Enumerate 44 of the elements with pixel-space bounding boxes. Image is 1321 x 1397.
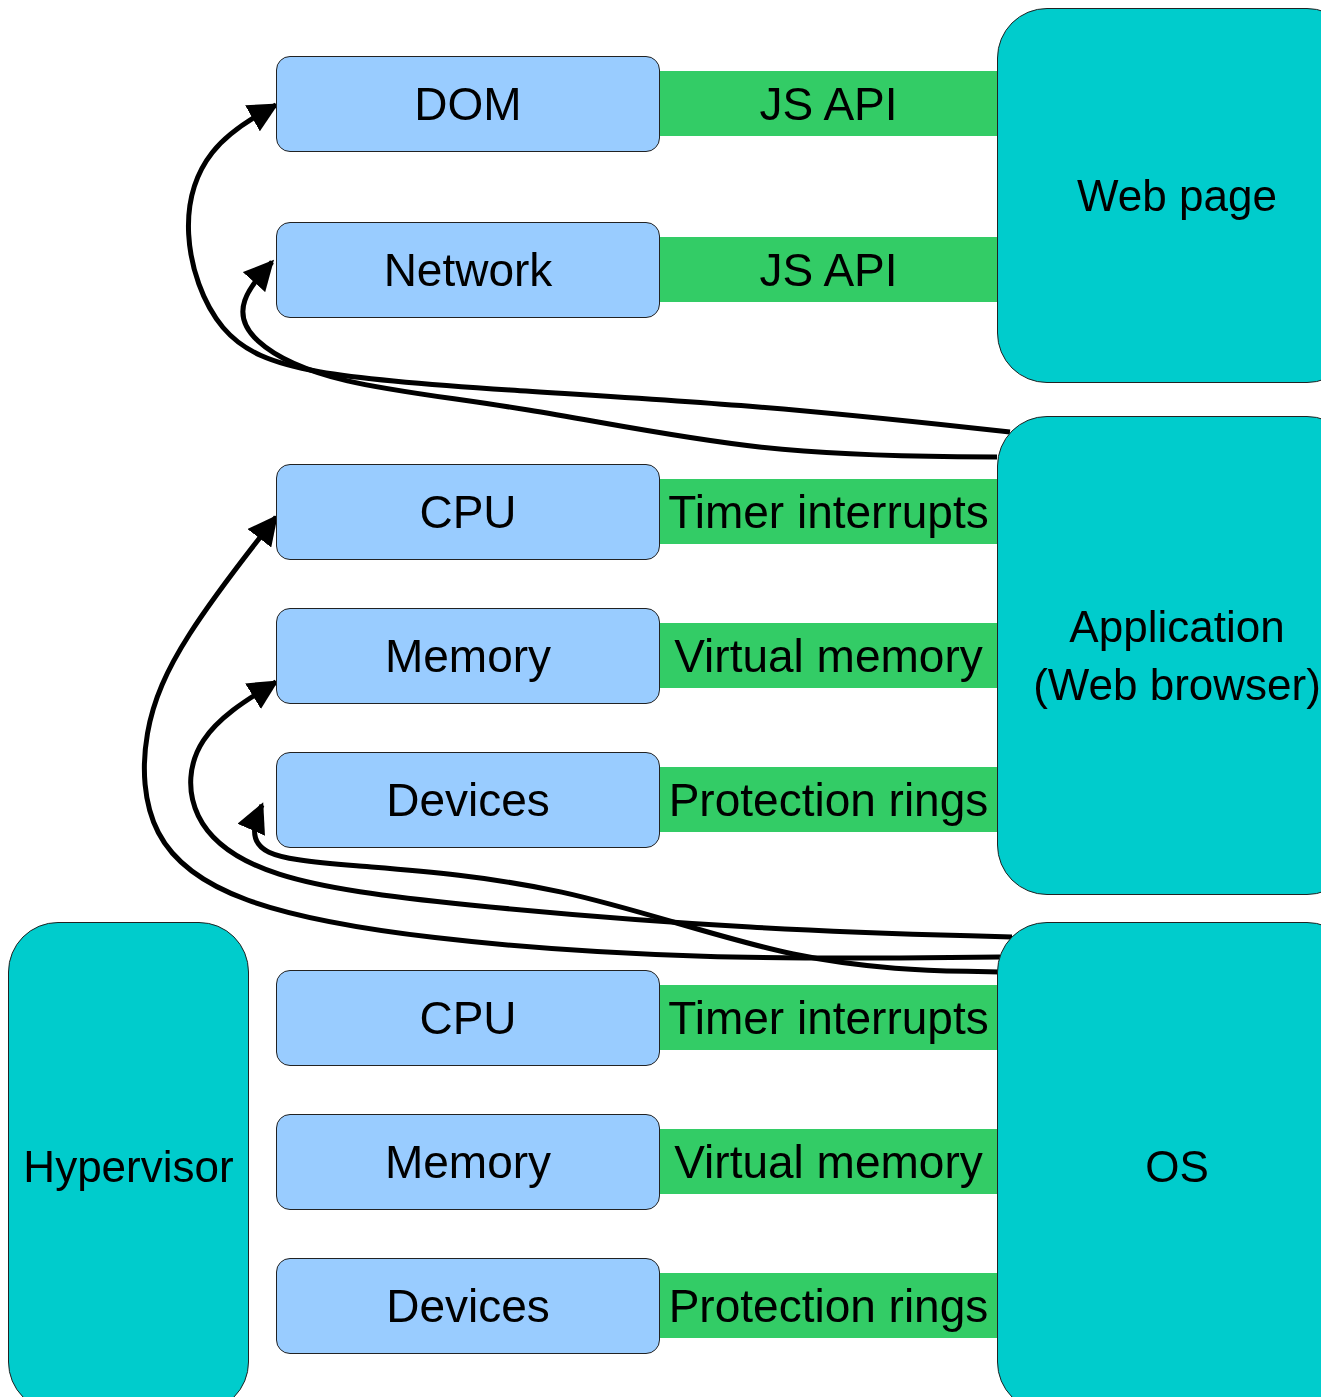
process-box <box>276 1258 660 1354</box>
interface-band <box>660 237 997 302</box>
node-label: Timer interrupts <box>668 990 989 1045</box>
node-label: Memory <box>384 629 552 683</box>
interface-band <box>660 985 997 1050</box>
interface-band <box>660 1273 997 1338</box>
node-label: JS API <box>759 76 898 131</box>
node-label: Memory <box>384 1135 552 1189</box>
process-box <box>276 56 660 152</box>
interface-band <box>660 1129 997 1194</box>
interface-band <box>660 767 997 832</box>
node-label: Web page <box>1077 169 1277 222</box>
process-box <box>276 752 660 848</box>
node-label: Devices <box>386 773 550 827</box>
node-label: Timer interrupts <box>668 484 989 539</box>
node-label: CPU <box>419 485 517 539</box>
node-label: CPU <box>419 991 517 1045</box>
process-box <box>276 1114 660 1210</box>
process-box <box>276 464 660 560</box>
node-label: OS <box>1145 1141 1209 1194</box>
node-label: Hypervisor <box>23 1141 234 1194</box>
interface-band <box>660 479 997 544</box>
node-label: Virtual memory <box>674 1134 983 1189</box>
arrow <box>142 514 1001 961</box>
arrow <box>240 259 998 460</box>
process-box <box>276 970 660 1066</box>
process-box <box>276 608 660 704</box>
node-label: Protection rings <box>668 772 989 827</box>
node-label: Protection rings <box>668 1278 989 1333</box>
process-box <box>276 222 660 318</box>
node-label: Network <box>383 243 553 297</box>
node-label: JS API <box>759 242 898 297</box>
rounded-box <box>997 416 1321 895</box>
rounded-box <box>997 8 1321 383</box>
rounded-box <box>997 922 1321 1397</box>
arrow <box>188 679 1013 940</box>
interface-band <box>660 623 997 688</box>
node-label: DOM <box>414 77 522 131</box>
node-label: Application (Web browser) <box>1032 601 1321 711</box>
node-label: Devices <box>386 1279 550 1333</box>
arrow <box>186 102 1011 435</box>
rounded-box <box>8 922 249 1397</box>
node-label: Virtual memory <box>674 628 983 683</box>
interface-band <box>660 71 997 136</box>
